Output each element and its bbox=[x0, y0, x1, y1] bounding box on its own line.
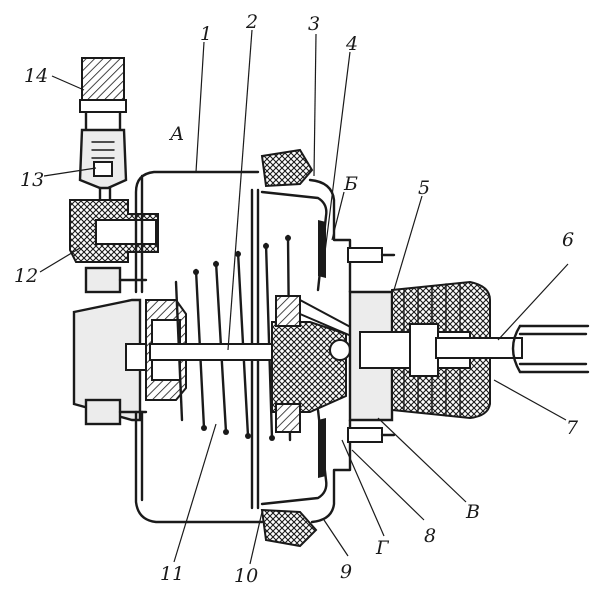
label-13: 13 bbox=[20, 169, 44, 191]
booster-housing bbox=[134, 170, 352, 524]
label-chamber-a: А bbox=[168, 123, 184, 145]
label-7: 7 bbox=[566, 417, 579, 439]
label-10: 10 bbox=[234, 565, 258, 587]
vacuum-hose bbox=[79, 57, 127, 132]
label-chamber-v: В bbox=[465, 501, 480, 523]
vacuum-fitting bbox=[69, 199, 159, 263]
push-rod bbox=[149, 343, 273, 361]
label-14: 14 bbox=[24, 65, 48, 87]
check-valve bbox=[78, 128, 128, 208]
label-4: 4 bbox=[345, 33, 358, 55]
label-3: 3 bbox=[308, 13, 320, 35]
label-8: 8 bbox=[424, 525, 436, 547]
label-11: 11 bbox=[160, 563, 184, 585]
diaphragm bbox=[260, 190, 328, 506]
label-chamber-b: Б bbox=[343, 173, 358, 195]
label-chamber-g: Г bbox=[375, 537, 390, 559]
actuator-rod bbox=[435, 324, 590, 374]
label-6: 6 bbox=[562, 229, 574, 251]
piston-hub bbox=[271, 295, 357, 433]
part-labels: 1 2 3 4 5 6 7 8 9 10 11 12 13 14 А Б В Г bbox=[14, 11, 579, 587]
label-1: 1 bbox=[200, 23, 212, 45]
label-12: 12 bbox=[14, 265, 38, 287]
label-2: 2 bbox=[245, 11, 258, 33]
leader-lines bbox=[39, 29, 569, 565]
mounting-studs bbox=[347, 247, 396, 443]
label-5: 5 bbox=[418, 177, 430, 199]
label-9: 9 bbox=[340, 561, 352, 583]
